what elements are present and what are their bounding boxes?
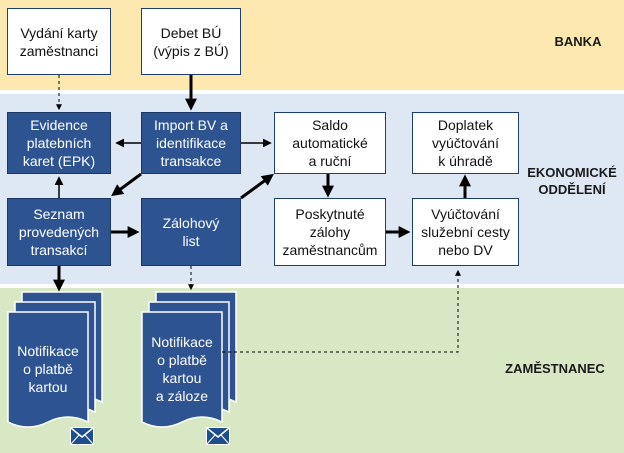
doc-stack-card-notice xyxy=(7,291,103,428)
node-advances: Poskytnuté zálohy zaměstnancům xyxy=(274,198,386,266)
node-surcharge: Doplatek vyúčtování k úhradě xyxy=(412,112,519,174)
node-balance: Saldo automatické a ruční xyxy=(274,112,386,174)
arrow-advance-list-to-balance xyxy=(240,173,274,200)
lane-employee xyxy=(0,288,624,453)
arrow-notice-to-settlement xyxy=(222,269,461,353)
node-card-registry: Evidence platebních karet (EPK) xyxy=(7,112,111,174)
node-card-issue: Vydání karty zaměstnanci xyxy=(7,8,111,75)
lane-label-economic: EKONOMICKÉ ODDĚLENÍ xyxy=(527,165,617,197)
doc-stack-card-advance-notice xyxy=(141,291,237,428)
doc-card-notice-label: Notifikace o platbě kartou xyxy=(17,343,79,395)
lane-label-employee: ZAMĚSTNANEC xyxy=(505,361,605,376)
envelope-icon xyxy=(70,427,94,445)
doc-card-advance-notice-label: Notifikace o platbě kartou a záloze xyxy=(151,334,213,404)
node-settlement: Vyúčtování služební cesty nebo DV xyxy=(412,198,519,266)
node-advance-list: Zálohový list xyxy=(141,198,241,266)
node-import: Import BV a identifikace transakce xyxy=(141,112,241,174)
node-transactions-list: Seznam provedených transakcí xyxy=(7,198,111,266)
node-debit: Debet BÚ (výpis z BÚ) xyxy=(141,8,241,75)
lane-label-bank: BANKA xyxy=(554,34,602,49)
arrow-import-to-transactions xyxy=(111,172,142,197)
envelope-icon xyxy=(206,427,230,445)
